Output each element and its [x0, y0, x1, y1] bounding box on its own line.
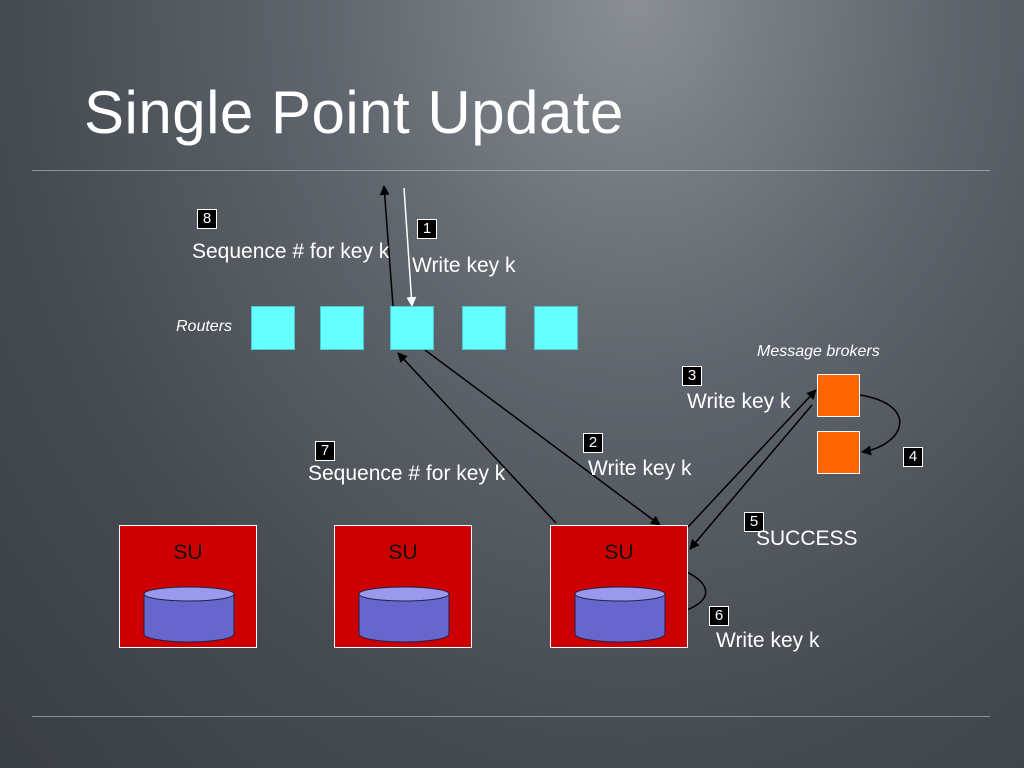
arrow-step-5: [689, 404, 813, 550]
slide-title: Single Point Update: [84, 79, 624, 146]
step-3-label: Write key k: [687, 390, 791, 413]
top-divider: [32, 170, 990, 171]
router-box: [251, 306, 295, 350]
message-broker-box: [817, 431, 860, 474]
router-box: [320, 306, 364, 350]
storage-unit-label: SU: [604, 541, 634, 564]
step-5-label: SUCCESS: [756, 527, 858, 550]
database-icon: [143, 586, 235, 643]
arrow-step-1: [403, 187, 417, 307]
step-6-label: Write key k: [716, 629, 820, 652]
step-2-label: Write key k: [588, 457, 692, 480]
step-1-label: Write key k: [412, 254, 516, 277]
database-icon: [358, 586, 450, 643]
step-7-label: Sequence # for key k: [308, 462, 506, 485]
router-box: [390, 306, 434, 350]
arrow-step-2: [424, 349, 661, 526]
step-2-marker: 2: [583, 433, 603, 453]
step-6-marker: 6: [709, 606, 729, 626]
arrow-step-3: [687, 389, 817, 528]
step-3-marker: 3: [682, 366, 702, 386]
router-box: [462, 306, 506, 350]
storage-unit-label: SU: [173, 541, 203, 564]
step-1-marker: 1: [417, 219, 437, 239]
routers-label: Routers: [176, 318, 233, 335]
step-8-marker: 8: [197, 209, 217, 229]
arrow-step-7: [397, 352, 557, 524]
arrow-step-4: [859, 394, 901, 456]
database-icon: [574, 586, 666, 643]
router-box: [534, 306, 578, 350]
message-broker-box: [817, 374, 860, 417]
storage-unit-label: SU: [388, 541, 418, 564]
bottom-divider: [32, 716, 990, 717]
storage-unit: SU: [119, 525, 257, 648]
storage-unit: SU: [550, 525, 688, 648]
step-4-marker: 4: [903, 447, 923, 467]
step-7-marker: 7: [315, 441, 335, 461]
step-8-label: Sequence # for key k: [192, 240, 390, 263]
storage-unit: SU: [334, 525, 472, 648]
message-brokers-label: Message brokers: [757, 343, 880, 360]
step-5-marker: 5: [744, 512, 764, 532]
arrow-step-8: [379, 185, 394, 307]
